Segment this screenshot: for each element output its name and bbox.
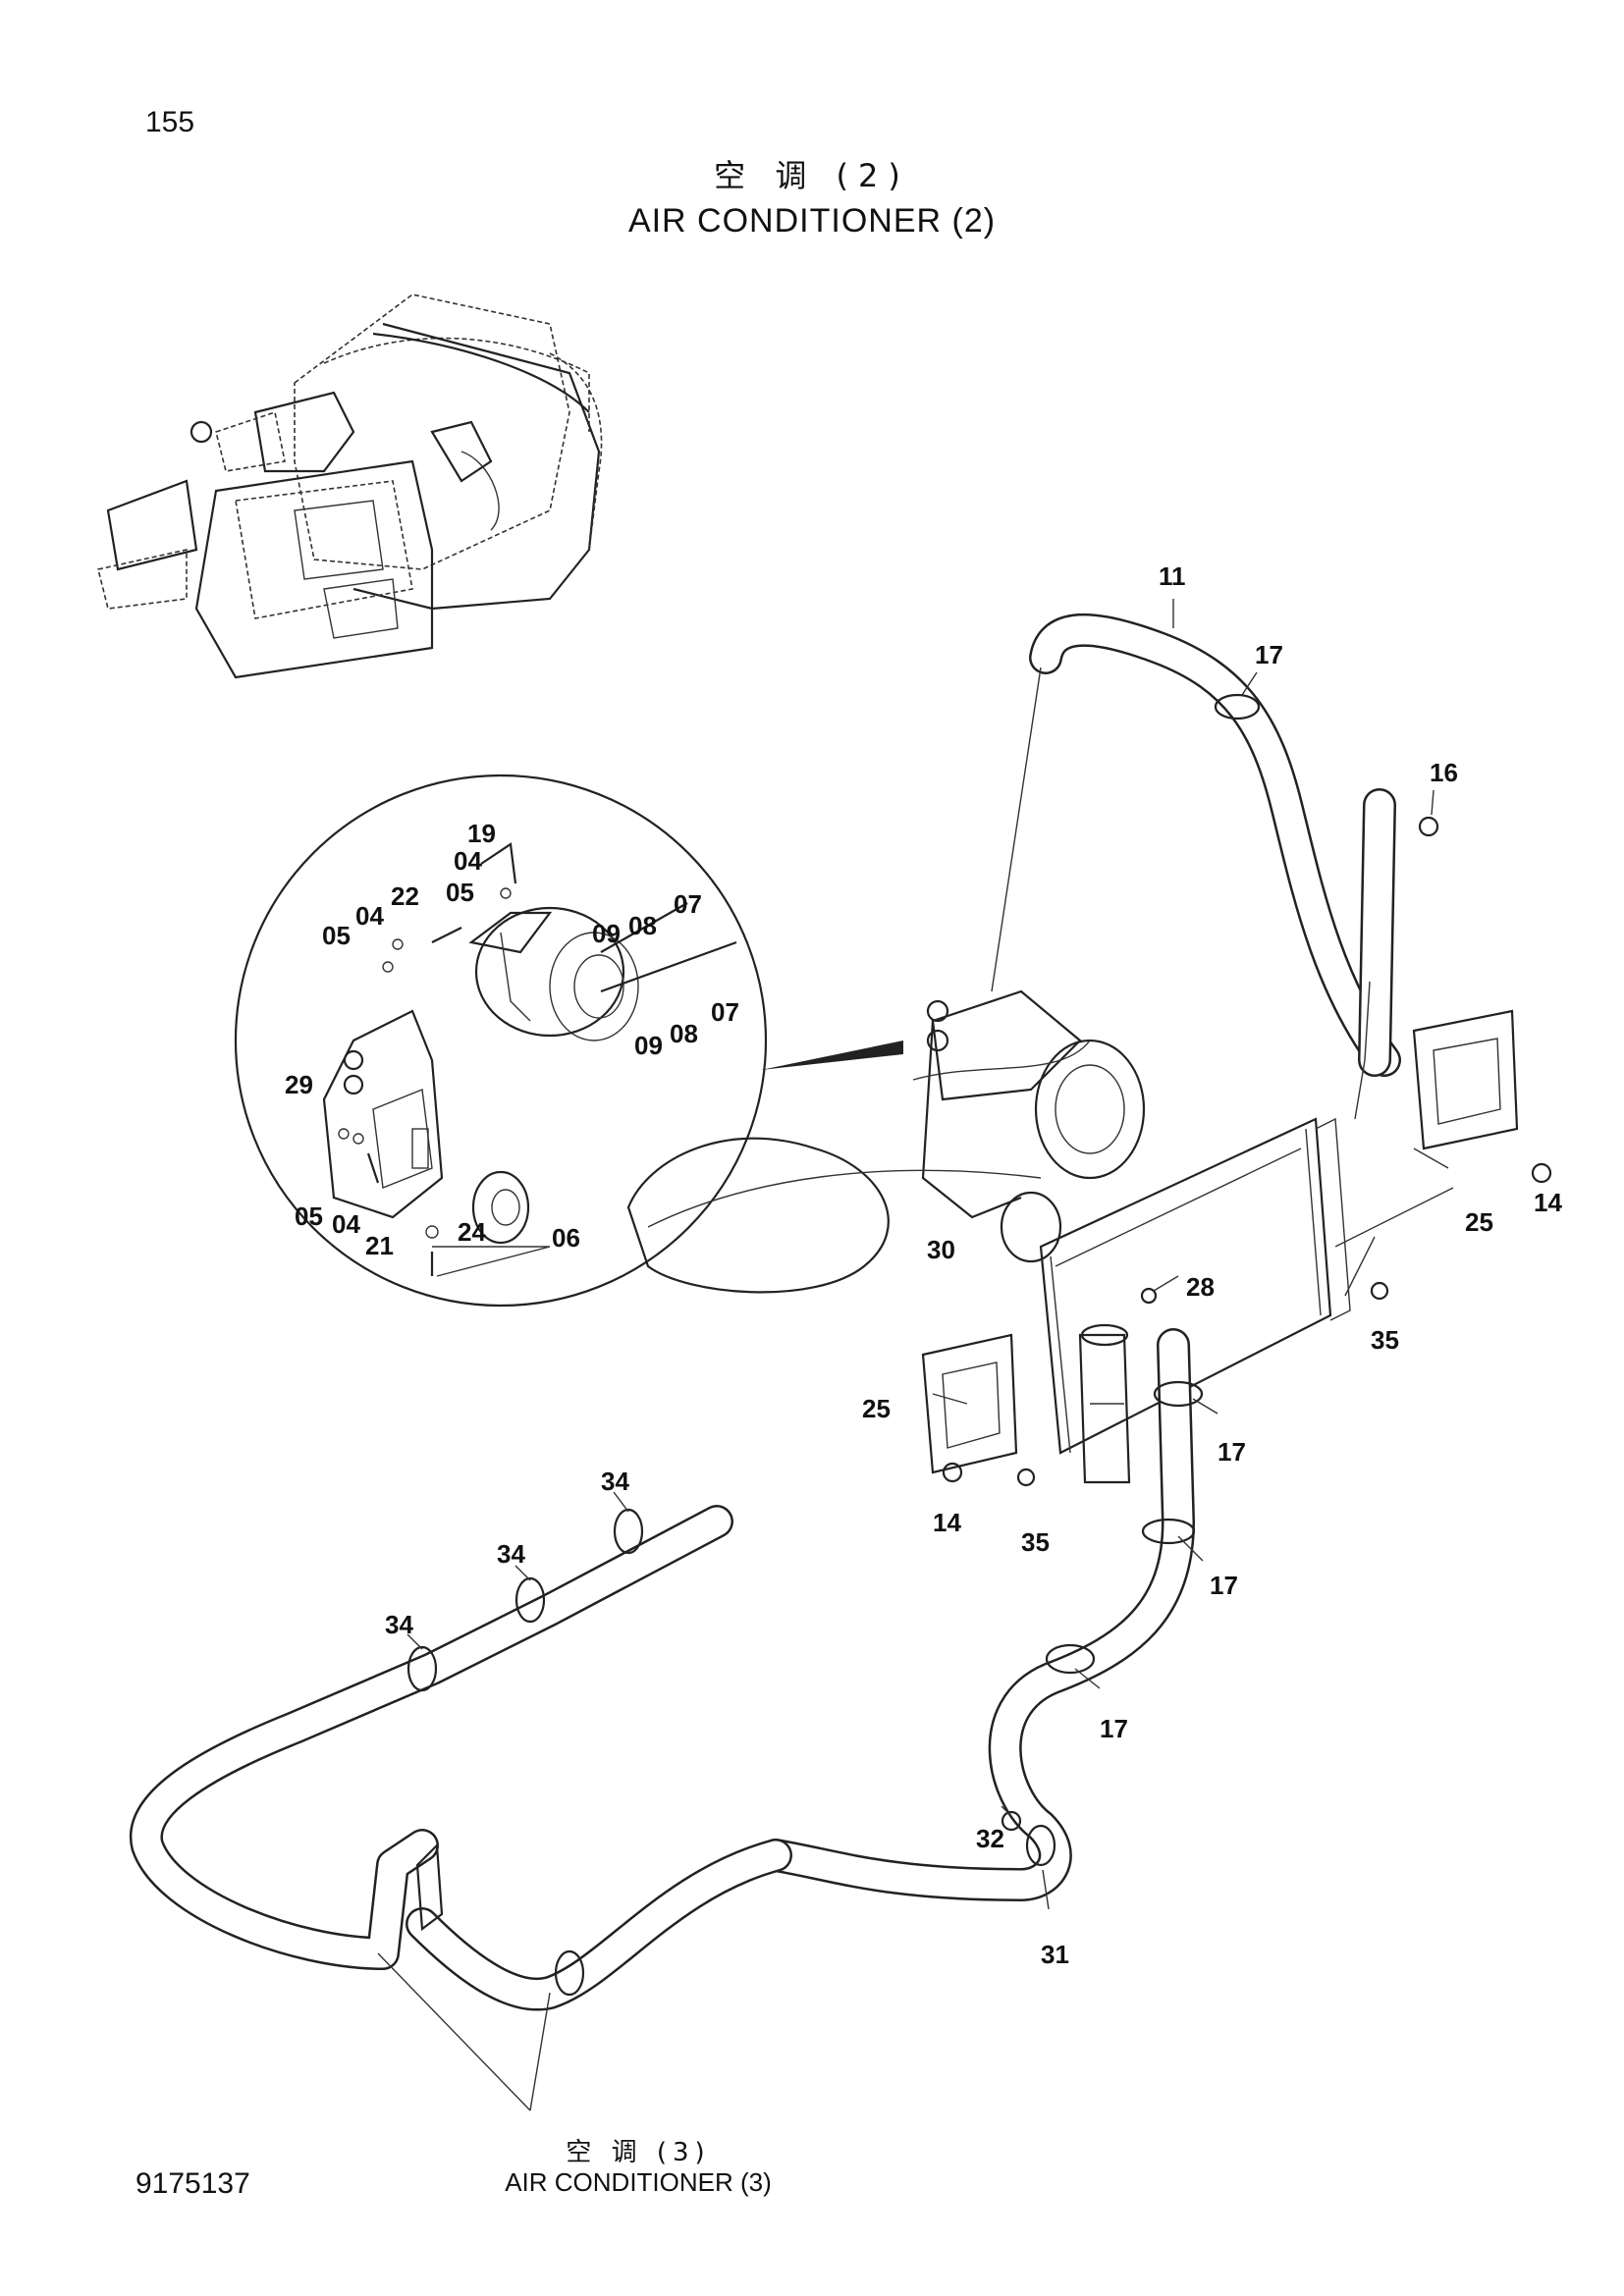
reference-chinese: 空 调 (3) [566,2138,711,2167]
callout-35: 35 [1021,1527,1050,1557]
callout-35: 35 [1371,1325,1399,1355]
callout-19: 19 [467,819,496,848]
callout-25: 25 [862,1394,891,1423]
callout-29: 29 [285,1070,313,1099]
callout-25: 25 [1465,1207,1493,1237]
page-number: 155 [145,106,195,138]
callout-34: 34 [497,1539,525,1569]
callout-16: 16 [1430,758,1458,787]
callout-17: 17 [1210,1571,1238,1600]
callout-07: 07 [711,997,739,1027]
callout-09: 09 [634,1031,663,1060]
condenser-unit [921,816,1552,1487]
callout-31: 31 [1041,1940,1069,1969]
callout-05: 05 [322,921,351,950]
callout-28: 28 [1186,1272,1215,1302]
compressor-assembly [626,989,1146,1294]
callout-32: 32 [976,1824,1004,1853]
hose-clamps [406,693,1261,1997]
excavator-overview-illustration [97,294,603,679]
reference-english: AIR CONDITIONER (3) [505,2167,772,2197]
callout-04: 04 [454,846,482,876]
callout-17: 17 [1218,1437,1246,1467]
callout-11: 11 [1159,561,1186,591]
callout-24: 24 [458,1217,486,1247]
callout-22: 22 [391,881,419,911]
callout-04: 04 [332,1209,360,1239]
leader-lines [377,599,1454,2111]
callout-05: 05 [295,1201,323,1231]
callout-34: 34 [385,1610,413,1639]
callout-30: 30 [927,1235,955,1264]
callout-06: 06 [552,1223,580,1253]
callout-34: 34 [601,1467,629,1496]
document-number: 9175137 [135,2167,250,2200]
callout-17: 17 [1255,640,1283,669]
callout-05: 05 [446,878,474,907]
callout-04: 04 [355,901,384,931]
callout-09: 09 [592,919,621,948]
title-english: AIR CONDITIONER (2) [627,202,997,240]
callout-14: 14 [933,1508,961,1537]
callout-14: 14 [1534,1188,1562,1217]
callout-07: 07 [674,889,702,919]
callout-08: 08 [670,1019,698,1048]
compressor-detail-circle [234,774,903,1308]
callout-17: 17 [1100,1714,1128,1743]
callout-labels: 19 04 05 07 08 09 22 04 05 07 08 09 29 0… [285,561,1562,1969]
title-chinese: 空 调 (2) [714,157,910,194]
callout-08: 08 [628,911,657,940]
callout-21: 21 [365,1231,394,1260]
refrigerant-hoses [129,613,1401,2011]
